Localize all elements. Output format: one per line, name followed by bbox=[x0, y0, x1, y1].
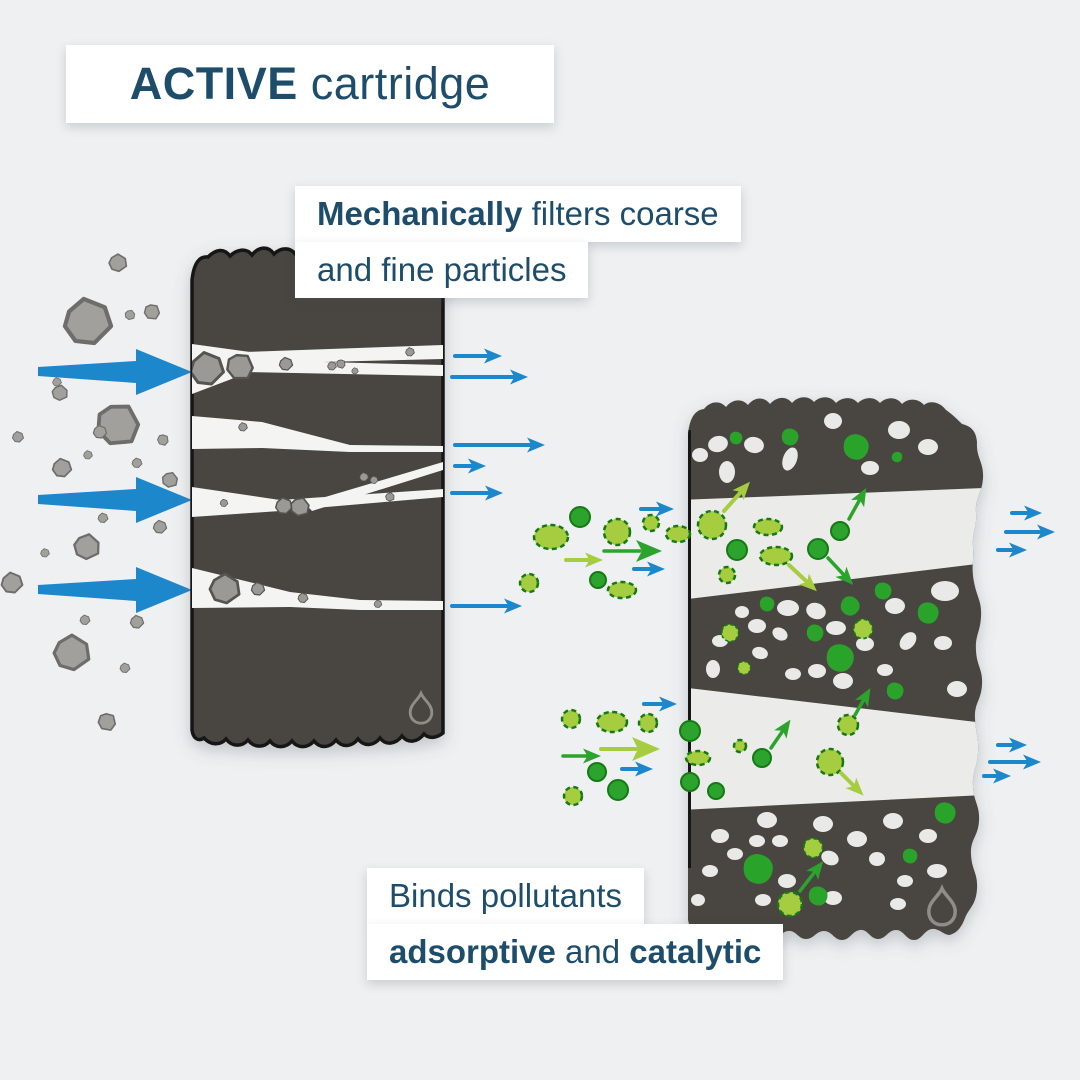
adsorptive-caption-line2: adsorptive and catalytic bbox=[367, 924, 784, 980]
pollutants-in-channel-2 bbox=[679, 687, 871, 918]
caption-text: and fine particles bbox=[317, 251, 567, 288]
fine-pollutants-upper bbox=[518, 501, 692, 600]
fine-pollutants-lower bbox=[560, 696, 677, 807]
mechanical-caption: Mechanically filters coarse and fine par… bbox=[295, 186, 741, 298]
title-card: ACTIVE cartridge bbox=[66, 45, 554, 123]
caption-text: and bbox=[555, 933, 630, 970]
mechanical-caption-line2: and fine particles bbox=[295, 242, 589, 298]
adsorptive-caption: Binds pollutants adsorptive and catalyti… bbox=[367, 868, 784, 980]
mechanical-outlet-arrows bbox=[450, 348, 545, 614]
title-product: ACTIVE bbox=[129, 58, 298, 109]
clean-outlet-arrows-upper bbox=[996, 505, 1055, 558]
mechanical-caption-line1: Mechanically filters coarse bbox=[295, 186, 741, 242]
adsorbed-particles-band1 bbox=[692, 413, 938, 483]
clean-outlet-arrows-lower bbox=[982, 737, 1041, 784]
pollutants-in-channel-1 bbox=[696, 481, 867, 592]
block-left-edge bbox=[688, 430, 691, 868]
caption-bold-text: catalytic bbox=[629, 933, 762, 970]
caption-text: filters coarse bbox=[522, 195, 719, 232]
title-suffix: cartridge bbox=[310, 58, 491, 109]
caption-bold-text: adsorptive bbox=[389, 933, 556, 970]
adsorbed-particles-band3 bbox=[691, 802, 956, 910]
adsorptive-caption-line1: Binds pollutants bbox=[367, 868, 644, 924]
mechanical-filter-block bbox=[190, 246, 445, 749]
adsorbed-particles-band2 bbox=[706, 581, 967, 700]
caption-bold-text: Mechanically bbox=[317, 195, 523, 232]
adsorptive-filter-block bbox=[688, 397, 984, 942]
caption-text: Binds pollutants bbox=[389, 877, 622, 914]
